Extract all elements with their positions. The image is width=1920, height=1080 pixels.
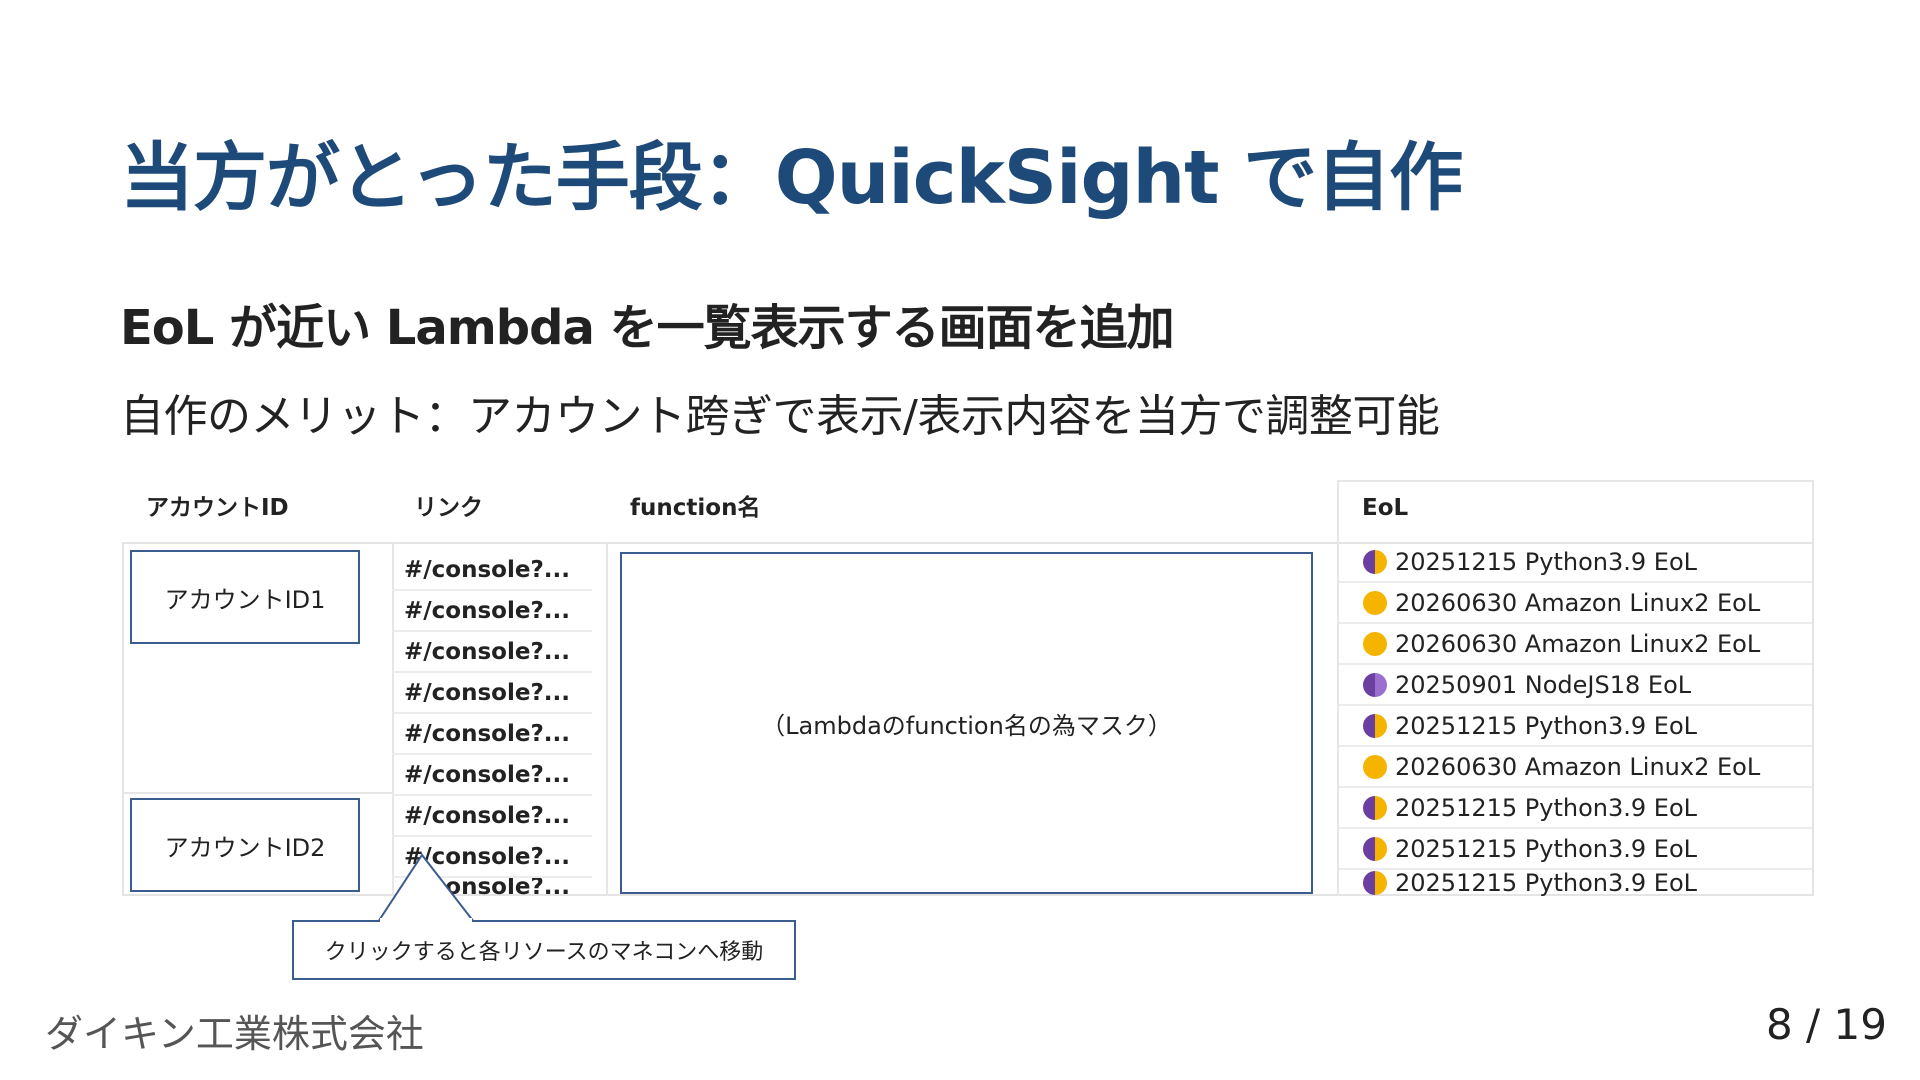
eol-text: 20251215 Python3.9 EoL <box>1395 793 1697 822</box>
eol-row: 20251215 Python3.9 EoL <box>1339 788 1812 829</box>
callout-joint-mask <box>380 918 472 924</box>
account-row-divider <box>122 792 392 794</box>
console-link[interactable]: #/console?... <box>392 714 592 755</box>
console-link[interactable]: #/console?... <box>392 755 592 796</box>
slide-subtitle: EoL が近い Lambda を一覧表示する画面を追加 <box>120 300 1175 356</box>
runtime-status-icon <box>1363 631 1387 656</box>
eol-text: 20260630 Amazon Linux2 EoL <box>1395 588 1761 617</box>
console-link[interactable]: #/console?... <box>392 632 592 673</box>
runtime-status-icon <box>1363 836 1387 861</box>
eol-row: 20251215 Python3.9 EoL <box>1339 829 1812 870</box>
console-link[interactable]: #/console?... <box>392 673 592 714</box>
console-link[interactable]: #/console?... <box>392 591 592 632</box>
runtime-status-icon <box>1363 590 1387 615</box>
lambda-eol-table: アカウントID リンク function名 EoL アカウントID1 アカウント… <box>122 480 1814 988</box>
eol-row: 20251215 Python3.9 EoL <box>1339 706 1812 747</box>
runtime-status-icon <box>1363 871 1387 895</box>
header-eol: EoL <box>1362 495 1409 521</box>
account-id-cell-2: アカウントID2 <box>130 798 360 892</box>
table-body <box>122 542 1814 896</box>
eol-text: 20251215 Python3.9 EoL <box>1395 834 1697 863</box>
console-link[interactable]: #/console?... <box>392 796 592 837</box>
runtime-status-icon <box>1363 549 1387 574</box>
eol-text: 20260630 Amazon Linux2 EoL <box>1395 629 1761 658</box>
account-id-label: アカウントID1 <box>164 585 326 614</box>
eol-row: 20251215 Python3.9 EoL <box>1339 869 1812 897</box>
column-divider <box>392 542 394 896</box>
eol-row: 20260630 Amazon Linux2 EoL <box>1339 747 1812 788</box>
callout-text: クリックすると各リソースのマネコンへ移動 <box>324 940 764 965</box>
slide-title: 当方がとった手段：QuickSight で自作 <box>120 135 1463 221</box>
eol-row: 20260630 Amazon Linux2 EoL <box>1339 583 1812 624</box>
eol-row: 20251215 Python3.9 EoL <box>1339 542 1812 583</box>
eol-header-cell <box>1337 480 1814 542</box>
runtime-status-icon <box>1363 795 1387 820</box>
eol-row: 20250901 NodeJS18 EoL <box>1339 665 1812 706</box>
header-account-id: アカウントID <box>146 495 289 521</box>
eol-text: 20251215 Python3.9 EoL <box>1395 547 1697 576</box>
eol-text: 20251215 Python3.9 EoL <box>1395 869 1697 897</box>
console-link[interactable]: #/console?... <box>392 550 592 591</box>
column-divider <box>1337 542 1339 896</box>
runtime-status-icon <box>1363 754 1387 779</box>
header-function-name: function名 <box>630 495 761 521</box>
runtime-status-icon <box>1363 713 1387 738</box>
eol-row: 20260630 Amazon Linux2 EoL <box>1339 624 1812 665</box>
console-link[interactable]: #/console?... <box>392 837 592 878</box>
eol-text: 20251215 Python3.9 EoL <box>1395 711 1697 740</box>
function-name-mask: （Lambdaのfunction名の為マスク） <box>620 552 1313 894</box>
callout-pointer <box>376 853 477 923</box>
page-number: 8 / 19 <box>1765 1000 1887 1049</box>
eol-text: 20250901 NodeJS18 EoL <box>1395 670 1692 699</box>
slide-description: 自作のメリット：アカウント跨ぎで表示/表示内容を当方で調整可能 <box>120 391 1440 442</box>
eol-text: 20260630 Amazon Linux2 EoL <box>1395 752 1761 781</box>
column-divider <box>606 542 608 896</box>
company-name: ダイキン工業株式会社 <box>45 1012 424 1056</box>
account-id-label: アカウントID2 <box>164 833 326 862</box>
function-mask-label: （Lambdaのfunction名の為マスク） <box>761 711 1172 740</box>
account-id-cell-1: アカウントID1 <box>130 550 360 644</box>
callout-box: クリックすると各リソースのマネコンへ移動 <box>292 920 796 980</box>
runtime-status-icon <box>1363 672 1387 697</box>
header-link: リンク <box>414 495 483 521</box>
